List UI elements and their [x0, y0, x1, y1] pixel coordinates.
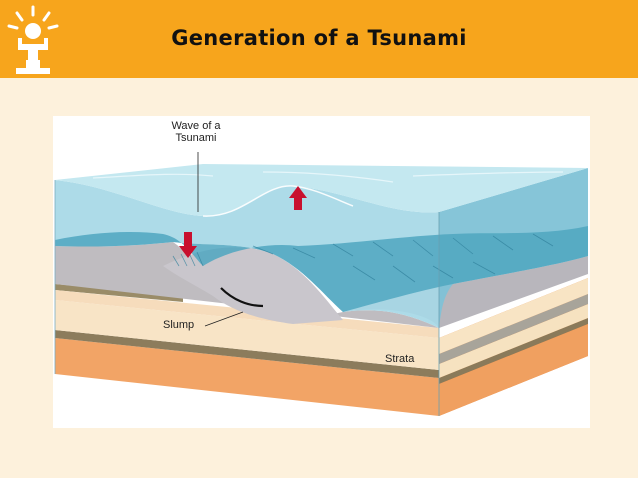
figure-with-sun-icon	[7, 5, 59, 74]
strata-front-cream	[55, 300, 439, 370]
strata-front-brown-line	[55, 284, 183, 302]
slump-motion-arrow	[220, 287, 264, 308]
strata-side-band-orange	[439, 324, 588, 416]
seabed-gray	[55, 242, 439, 328]
wave-label-line1: Wave of a	[171, 120, 221, 132]
strata-label: Strata	[385, 353, 415, 365]
wave-label-line2: Tsunami	[175, 132, 217, 144]
wave-crest-highlight	[202, 185, 354, 217]
header-bar: Generation of a Tsunami	[0, 0, 638, 78]
slump-label: Slump	[163, 319, 195, 331]
downdrop-arrow-icon	[179, 232, 197, 258]
uplift-arrow-icon	[289, 186, 307, 210]
tsunami-diagram: Wave of a Tsunami Slump Strata	[53, 116, 590, 428]
water-top-surface	[55, 164, 588, 217]
strata-front-orange	[55, 338, 439, 416]
strata-side-band-cream	[439, 304, 588, 378]
slump-leader-line	[204, 311, 244, 327]
strata-side-band-gray	[439, 294, 588, 364]
surface-ripples	[92, 171, 564, 183]
strata-front-upper-cream	[55, 290, 439, 338]
slide-title: Generation of a Tsunami	[171, 26, 467, 50]
tsunami-illustration	[54, 152, 588, 416]
strata-side-band-dark	[439, 318, 588, 384]
strata-side-top-cream	[439, 278, 588, 354]
slump-mass	[163, 247, 343, 324]
wave-label: Wave of a Tsunami	[161, 120, 231, 144]
strata-front-dark	[55, 330, 439, 378]
water-hatching	[172, 233, 554, 283]
